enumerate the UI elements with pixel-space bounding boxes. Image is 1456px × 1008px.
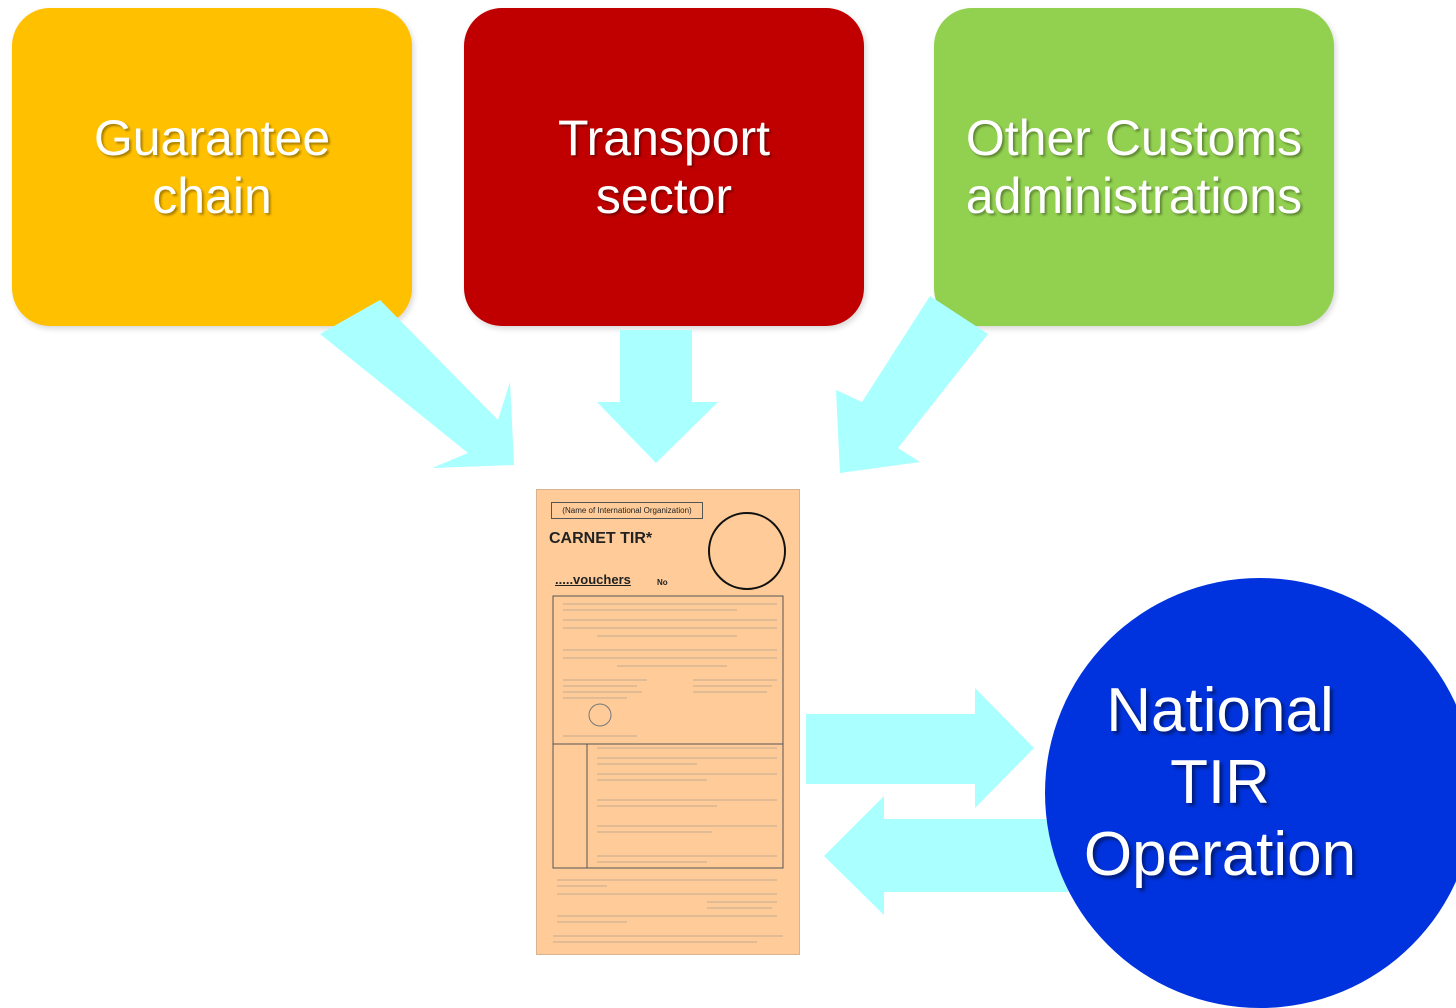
guarantee-line2: chain [152, 168, 272, 224]
guarantee-chain-box: Guarantee chain [12, 8, 412, 326]
arrow-guarantee-to-carnet [320, 300, 514, 468]
org-name-label: (Name of International Organization) [551, 502, 703, 519]
form-lines [552, 595, 784, 943]
guarantee-line1: Guarantee [93, 110, 331, 166]
transport-sector-box: Transport sector [464, 8, 864, 326]
transport-line2: sector [595, 168, 733, 224]
national-line2: TIR [1170, 748, 1270, 817]
arrow-customs-to-carnet [836, 296, 988, 473]
vouchers-label: .....vouchers [555, 572, 631, 587]
voucher-no-label: No [657, 578, 668, 587]
national-line1: National [1106, 676, 1334, 745]
other-customs-box: Other Customs administrations [934, 8, 1334, 326]
stamp-circle [708, 512, 786, 590]
arrow-carnet-to-national [806, 688, 1034, 808]
carnet-title: CARNET TIR* [549, 530, 653, 547]
arrow-national-to-carnet [824, 796, 1068, 915]
national-tir-operation-circle: National TIR Operation [1045, 578, 1456, 1008]
customs-line2: administrations [965, 168, 1303, 224]
transport-line1: Transport [557, 110, 771, 166]
national-line3: Operation [1083, 820, 1357, 889]
customs-line1: Other Customs [965, 110, 1303, 166]
carnet-tir-document: (Name of International Organization) CAR… [536, 489, 800, 955]
arrow-transport-to-carnet [597, 330, 718, 463]
